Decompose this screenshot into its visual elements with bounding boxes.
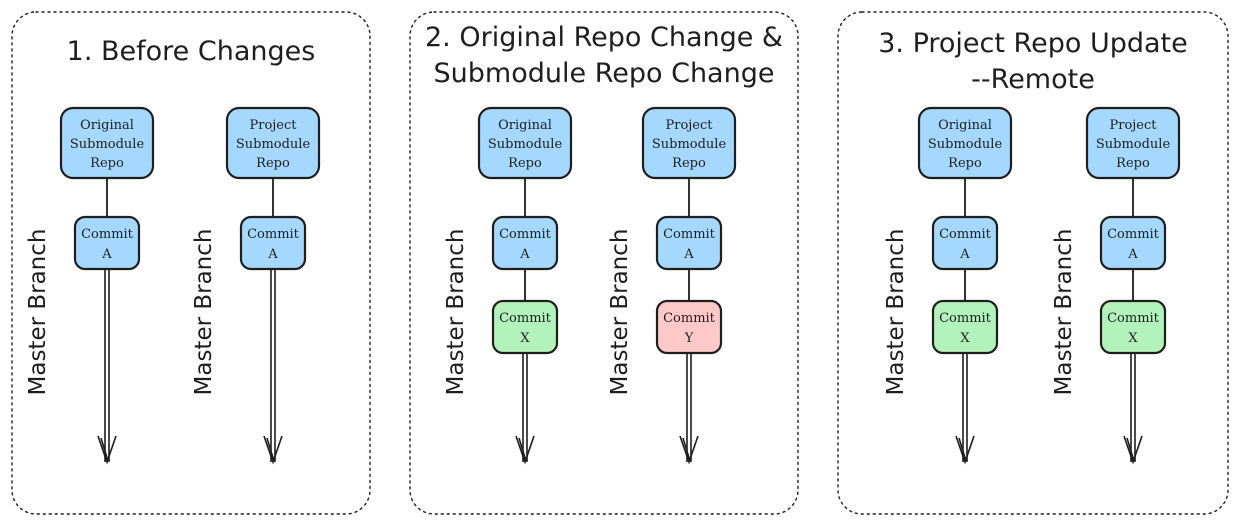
repo-label: Repo xyxy=(672,156,706,171)
branch-arrow xyxy=(97,269,117,465)
commit-label: Commit xyxy=(247,227,300,242)
commit-label: Commit xyxy=(81,227,134,242)
commit-label: A xyxy=(1127,247,1138,262)
commit-label: Commit xyxy=(499,311,552,326)
repo-label: Repo xyxy=(948,156,982,171)
panel-frame xyxy=(837,11,1229,515)
panel-title: 2. Original Repo Change & xyxy=(425,22,783,53)
panel-title: --Remote xyxy=(971,64,1095,95)
commit-label: Commit xyxy=(939,227,992,242)
branch-arrow xyxy=(955,353,975,465)
panel-title: 3. Project Repo Update xyxy=(878,28,1188,59)
repo-label: Original xyxy=(498,118,552,133)
commit-label: A xyxy=(267,247,278,262)
repo-label: Repo xyxy=(90,156,124,171)
commit-label: Commit xyxy=(1107,311,1160,326)
commit-label: A xyxy=(519,247,530,262)
commit-label: A xyxy=(101,247,112,262)
branch-column: ProjectSubmoduleRepoCommitACommitYMaster… xyxy=(607,106,737,465)
commit-label: A xyxy=(683,247,694,262)
repo-label: Submodule xyxy=(1096,137,1171,152)
panel-3: 3. Project Repo Update --RemoteOriginalSu… xyxy=(837,11,1229,515)
commit-label: Commit xyxy=(939,311,992,326)
branch-column: ProjectSubmoduleRepoCommitACommitXMaster… xyxy=(1051,106,1181,465)
panel-frame xyxy=(409,11,799,515)
repo-label: Submodule xyxy=(652,137,727,152)
branch-column: OriginalSubmoduleRepoCommitACommitXMaste… xyxy=(443,106,573,465)
commit-label: Commit xyxy=(663,227,716,242)
repo-label: Original xyxy=(80,118,134,133)
commit-label: Commit xyxy=(1107,227,1160,242)
branch-label: Master Branch xyxy=(883,229,909,396)
repo-label: Submodule xyxy=(488,137,563,152)
branch-column: OriginalSubmoduleRepoCommitACommitXMaste… xyxy=(883,106,1013,465)
commit-label: Commit xyxy=(499,227,552,242)
repo-label: Repo xyxy=(256,156,290,171)
repo-label: Submodule xyxy=(70,137,145,152)
panel-1: 1. Before ChangesOriginalSubmoduleRepoCo… xyxy=(11,11,371,515)
repo-label: Original xyxy=(938,118,992,133)
repo-label: Repo xyxy=(508,156,542,171)
repo-label: Repo xyxy=(1116,156,1150,171)
branch-label: Master Branch xyxy=(1051,229,1077,396)
branch-arrow xyxy=(263,269,283,465)
commit-label: X xyxy=(1128,331,1138,346)
branch-label: Master Branch xyxy=(191,229,217,396)
branch-label: Master Branch xyxy=(25,229,51,396)
branch-arrow xyxy=(515,353,535,465)
branch-label: Master Branch xyxy=(443,229,469,396)
commit-label: Commit xyxy=(663,311,716,326)
commit-label: Y xyxy=(684,331,694,346)
repo-label: Submodule xyxy=(236,137,311,152)
repo-label: Submodule xyxy=(928,137,1003,152)
commit-label: X xyxy=(960,331,970,346)
branch-label: Master Branch xyxy=(607,229,633,396)
panel-2: 2. Original Repo Change & Submodule Repo … xyxy=(409,11,799,515)
repo-label: Project xyxy=(1109,118,1157,133)
commit-label: A xyxy=(959,247,970,262)
branch-arrow xyxy=(1123,353,1143,465)
commit-label: X xyxy=(520,331,530,346)
repo-label: Project xyxy=(665,118,713,133)
panel-title: 1. Before Changes xyxy=(67,36,316,67)
repo-label: Project xyxy=(249,118,297,133)
panel-title: Submodule Repo Change xyxy=(434,58,775,89)
branch-arrow xyxy=(679,353,699,465)
